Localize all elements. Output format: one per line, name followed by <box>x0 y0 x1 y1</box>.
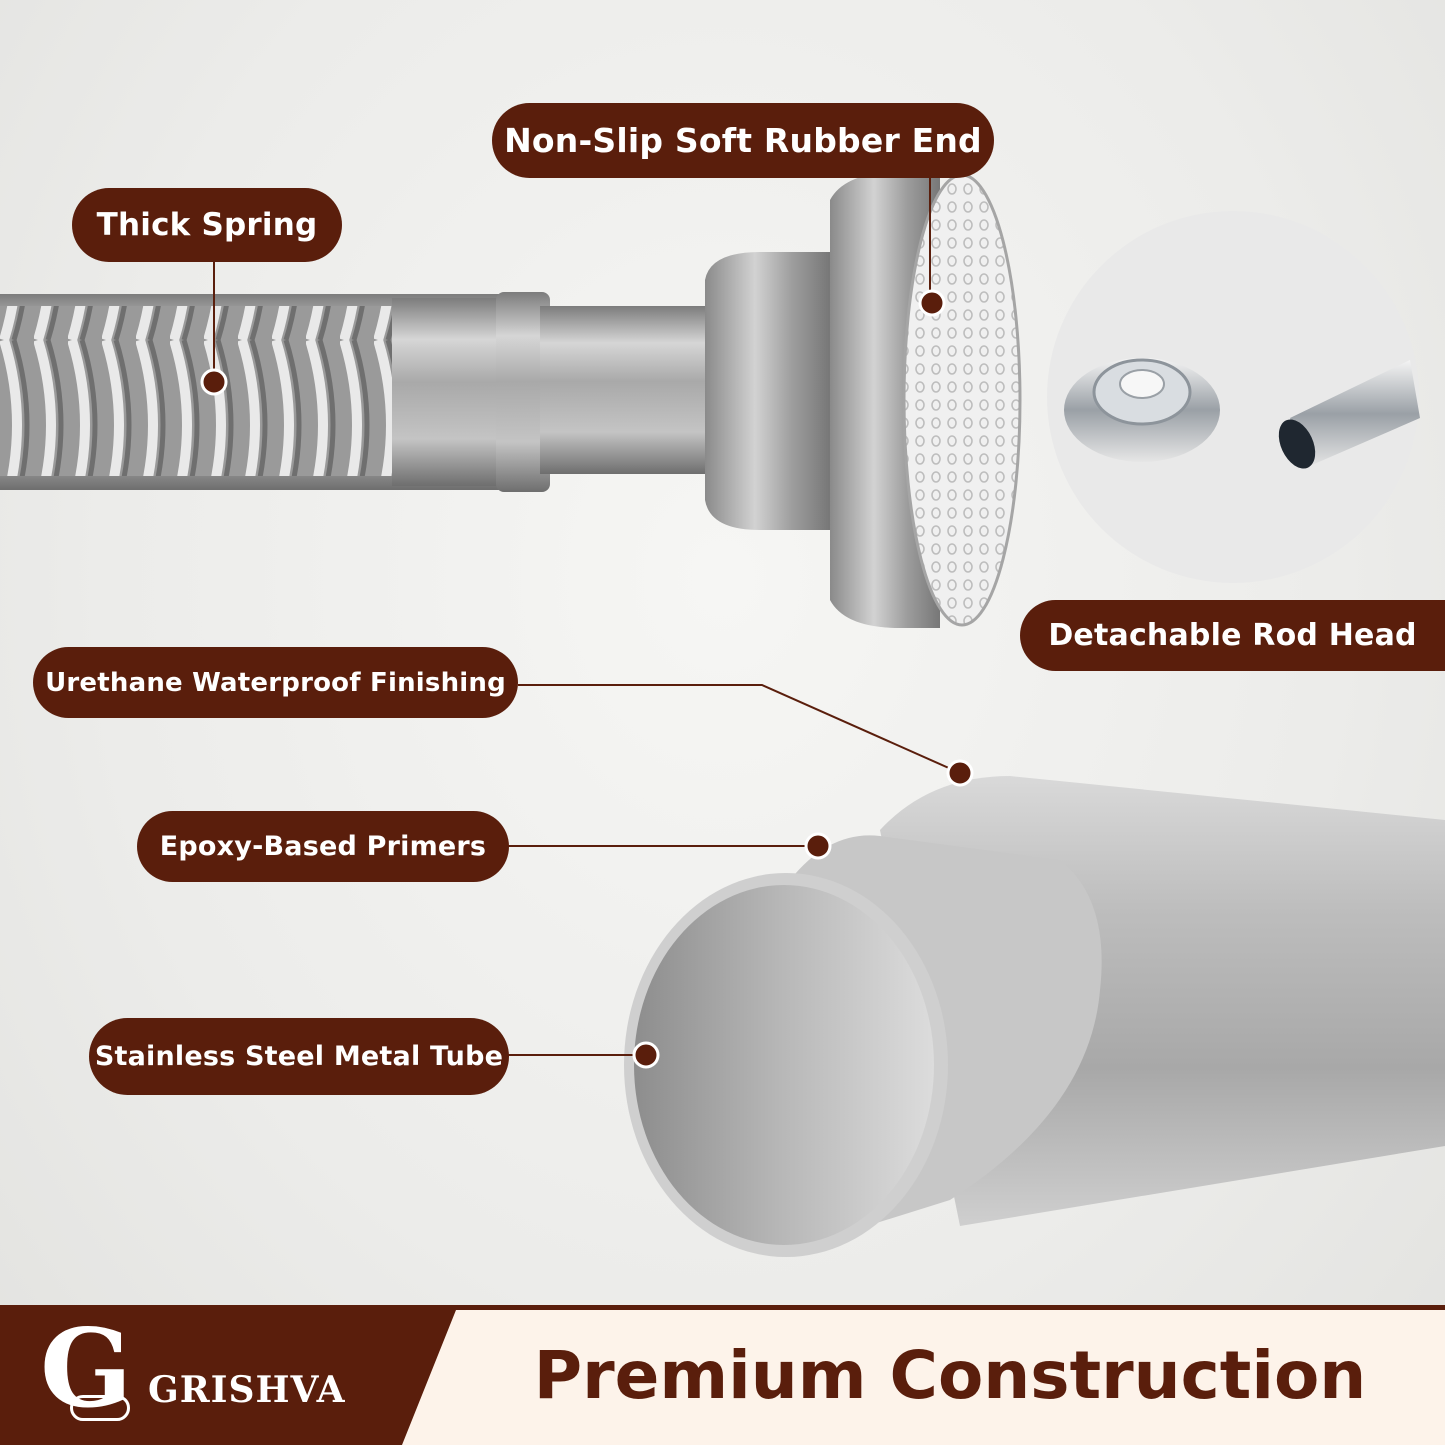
brand-logo: G <box>40 1315 150 1435</box>
rod-head-circle <box>1047 211 1419 583</box>
end-cap-neck <box>705 252 830 530</box>
rod-collar <box>392 298 502 486</box>
epoxy-label: Epoxy-Based Primers <box>137 811 509 882</box>
marker-thick-spring <box>200 368 228 396</box>
marker-stainless <box>632 1041 660 1069</box>
stainless-label: Stainless Steel Metal Tube <box>89 1018 509 1095</box>
footer-banner: G GRISHVA Premium Construction <box>0 1305 1445 1445</box>
spring-coil <box>0 306 392 476</box>
rod-piece <box>1290 360 1420 468</box>
marker-rubber-end <box>918 289 946 317</box>
rod-piece-tip <box>1278 419 1316 469</box>
marker-urethane <box>946 759 974 787</box>
rubber-end-label: Non-Slip Soft Rubber End <box>492 103 994 178</box>
rod-joint <box>496 292 550 492</box>
thick-spring-label: Thick Spring <box>72 188 342 262</box>
rod-head-hole <box>1119 369 1165 399</box>
urethane-label: Urethane Waterproof Finishing <box>33 647 518 718</box>
brand-logo-letter: G <box>40 1306 133 1432</box>
handshake-icon <box>70 1395 130 1421</box>
footer-background <box>0 1305 1445 1445</box>
brand-name: GRISHVA <box>148 1369 346 1411</box>
inner-rod <box>540 306 720 474</box>
marker-epoxy <box>804 832 832 860</box>
tube-opening <box>634 885 934 1245</box>
rod-head-label: Detachable Rod Head <box>1020 600 1445 671</box>
page-title: Premium Construction <box>533 1336 1367 1414</box>
rubber-end-pad <box>902 173 1022 627</box>
